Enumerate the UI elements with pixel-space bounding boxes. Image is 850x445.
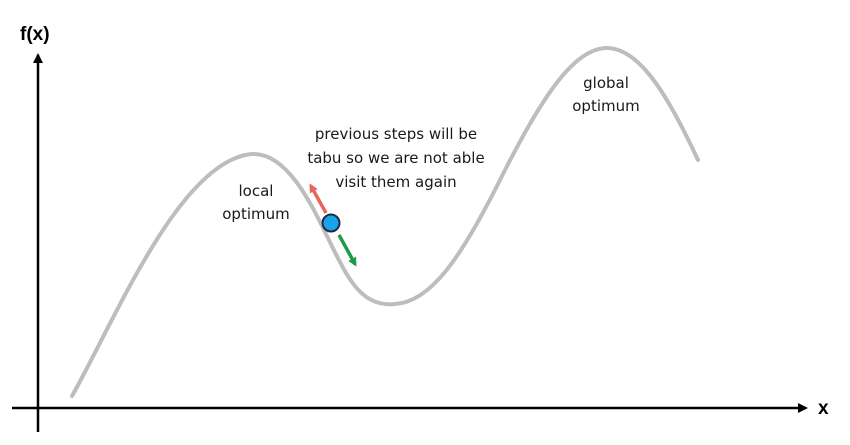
current-solution-point xyxy=(321,213,341,233)
tabu-note-line2: tabu so we are not able xyxy=(307,149,484,167)
global-optimum-label-line1: global xyxy=(583,74,629,92)
local-optimum-label-line2: optimum xyxy=(222,205,289,223)
allowed-direction-arrow xyxy=(337,234,357,267)
y-axis-label: f(x) xyxy=(20,24,50,45)
global-optimum-label-line2: optimum xyxy=(572,97,639,115)
x-axis-label: x xyxy=(818,398,829,419)
objective-curve xyxy=(70,45,700,398)
tabu-note-line1: previous steps will be xyxy=(315,125,477,143)
local-optimum-label-line1: local xyxy=(239,182,274,200)
tabu-direction-arrow xyxy=(309,183,328,214)
tabu-note-line3: visit them again xyxy=(335,173,456,191)
